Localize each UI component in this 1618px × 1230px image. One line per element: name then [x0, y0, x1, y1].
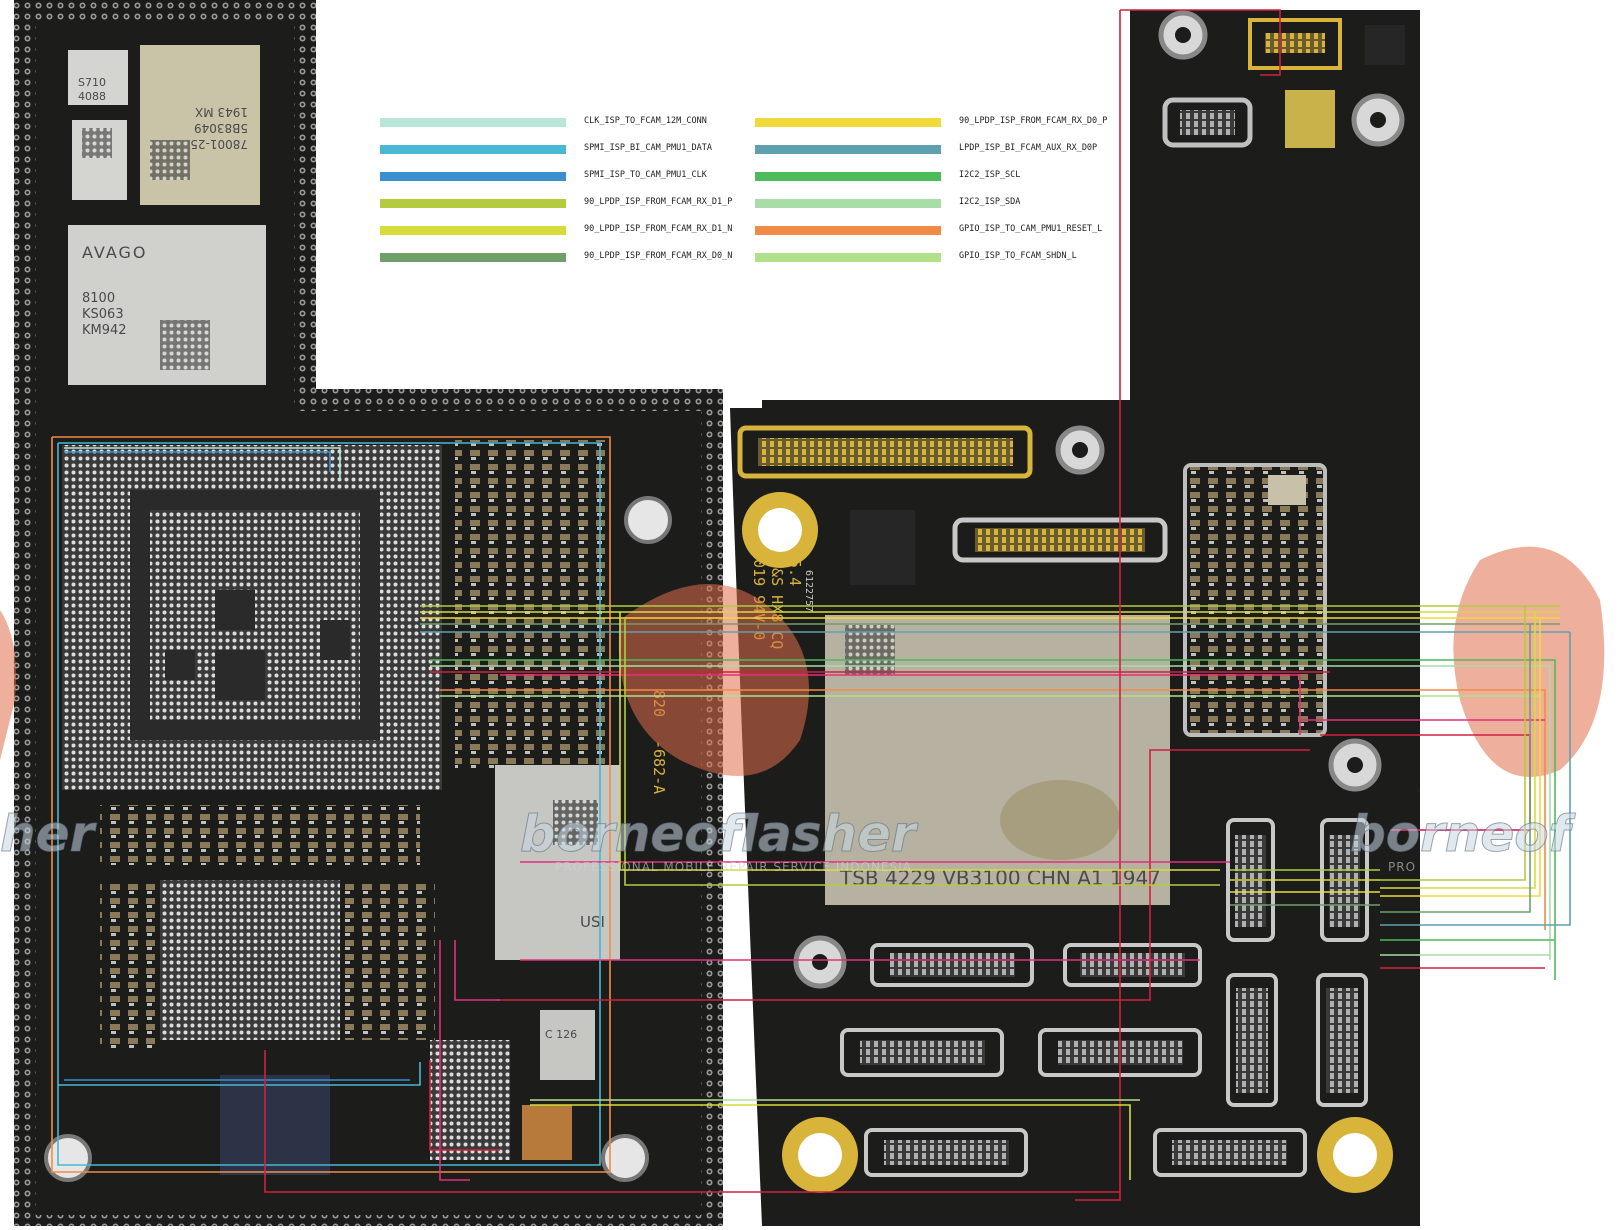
board-text-1: 15.4 [786, 550, 804, 586]
c126-bottom-label: C 126 [545, 1028, 577, 1041]
mount-hole [44, 1134, 92, 1182]
s710-chip [68, 50, 128, 105]
avago-line2: KS063 [82, 307, 124, 322]
board-code: 6122757 [803, 570, 814, 612]
s710-label: S710 [78, 76, 106, 89]
mount-hole [624, 496, 672, 544]
avago-line1: 8100 [82, 291, 115, 306]
watermark-right-subtext: PRO [1388, 860, 1417, 874]
skyworks-line3: 1943 MX [195, 105, 248, 119]
gold-pad [1285, 90, 1335, 148]
watermark-left-fragment: her [0, 805, 95, 864]
watermark-right-fragment: borneof [1349, 805, 1571, 864]
mount-hole [601, 1134, 649, 1182]
avago-label: AVAGO [82, 243, 148, 262]
watermark-text: borneoflasher [520, 805, 917, 864]
skyworks-line1: 78001-25 [190, 137, 248, 151]
watermark-subtext: PROFESSIONAL MOBILE REPAIR SERVICE INDON… [555, 860, 912, 874]
usi-label: USI [580, 913, 605, 931]
avago-line3: KM942 [82, 323, 127, 338]
board-text-5: -682-A [650, 740, 668, 794]
left-board: S710 4088 78001-25 5B83049 1943 MX AVAGO… [14, 0, 723, 1230]
s710-code: 4088 [78, 90, 106, 103]
signal-traces [51, 9, 1571, 1201]
lower-bga [160, 880, 340, 1040]
small-bga [430, 1040, 510, 1160]
c126-bottom-chip [540, 1010, 595, 1080]
skyworks-line2: 5B83049 [194, 121, 248, 135]
